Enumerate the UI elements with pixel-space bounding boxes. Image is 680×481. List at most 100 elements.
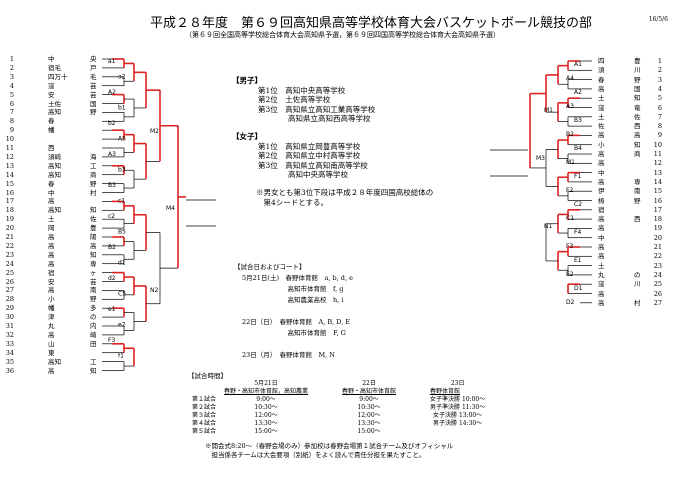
left-seed: 23 bbox=[5, 250, 14, 259]
right-school-name-right: 野 bbox=[634, 196, 641, 205]
right-school-name: 高 bbox=[598, 298, 605, 307]
boys-heading: 【男子】 bbox=[232, 76, 262, 85]
page-title: 平成２８年度 第６９回高知県高等学校体育大会バスケットボール競技の部 bbox=[150, 16, 593, 31]
left-school-name: 土佐 bbox=[48, 99, 61, 108]
left-seed: 26 bbox=[5, 277, 14, 286]
left-school-name: 津 bbox=[48, 313, 55, 322]
right-school-name: 高 bbox=[598, 252, 605, 261]
times-col-2: 22日 bbox=[362, 380, 376, 387]
left-school-name: 幡 bbox=[48, 126, 55, 135]
left-seed: 17 bbox=[5, 197, 14, 206]
right-seed: 7 bbox=[657, 112, 662, 121]
schedule-line: 5月21日(土) 春野体育館 a, b, d, e bbox=[242, 274, 353, 282]
left-seed: 9 bbox=[9, 126, 14, 135]
right-school-name-right: の bbox=[634, 270, 641, 279]
boys-place-3: 第3位 高知県立高知工業高等学校 bbox=[258, 104, 376, 114]
left-seed: 27 bbox=[5, 286, 14, 295]
right-seed: 18 bbox=[653, 215, 662, 224]
left-game-label: d1 bbox=[118, 260, 126, 267]
left-school-name-right: 陽 bbox=[90, 233, 97, 241]
left-school-name: 高 bbox=[48, 286, 55, 295]
right-seed: 14 bbox=[653, 177, 662, 186]
right-game-label: F2 bbox=[566, 187, 573, 194]
right-school-name: 四 bbox=[598, 57, 605, 65]
left-game-label: A2 bbox=[108, 89, 116, 96]
left-school-name: 安 bbox=[48, 90, 55, 99]
schedule-line: 22日（日） 春野体育館 A, B, D, E bbox=[242, 318, 351, 326]
right-school-name: 窪 bbox=[598, 280, 605, 289]
right-school-name: 高 bbox=[598, 84, 605, 93]
semifinal-label-right: M1 bbox=[544, 107, 553, 114]
page-subtitle: （第６９回全国高等学校総合体育大会高知県予選，第６９回四国高等学校総合体育大会高… bbox=[185, 31, 500, 39]
girls-place-1: 第1位 高知県立岡豊高等学校 bbox=[258, 141, 361, 151]
left-school-name: 四万十 bbox=[48, 72, 68, 81]
left-school-name-right: 商 bbox=[90, 170, 97, 179]
left-game-label: a2 bbox=[118, 74, 126, 81]
left-school-name: 春 bbox=[48, 179, 55, 188]
left-seed: 29 bbox=[5, 304, 14, 313]
left-seed: 21 bbox=[5, 233, 14, 241]
left-school-name: 土 bbox=[48, 215, 55, 224]
left-school-name-right: 海 bbox=[90, 152, 97, 161]
left-school-name: 宿 bbox=[48, 268, 55, 277]
right-seed: 11 bbox=[653, 150, 662, 158]
right-school-name: 春 bbox=[598, 75, 605, 84]
left-seed: 13 bbox=[5, 161, 14, 170]
right-school-name: 高 bbox=[598, 224, 605, 233]
girls-place-3b: 高知中央高等学校 bbox=[288, 170, 348, 180]
times-venue-3: 春野体育館 bbox=[430, 388, 461, 395]
right-seed: 9 bbox=[657, 131, 662, 140]
right-school-name: 中 bbox=[598, 233, 605, 242]
left-school-name-right: 南 bbox=[90, 286, 97, 295]
right-game-label: M1 bbox=[566, 159, 575, 166]
right-school-name-right: 南 bbox=[634, 187, 641, 196]
right-game-label: F3 bbox=[566, 243, 573, 250]
left-seed: 31 bbox=[5, 322, 14, 330]
left-game-label: F3 bbox=[108, 337, 115, 344]
left-seed: 25 bbox=[5, 268, 14, 277]
left-game-label: e2 bbox=[118, 322, 126, 329]
right-school-name: 高 bbox=[598, 177, 605, 186]
left-seed: 8 bbox=[9, 117, 14, 126]
left-game-label: B5 bbox=[118, 229, 126, 236]
left-seed: 32 bbox=[5, 330, 14, 339]
left-school-name-right: 野 bbox=[90, 295, 97, 304]
times-table: 5月21日 22日 23日 春野・高知市体育館，高知農業 春野・高知市体育館 春… bbox=[188, 380, 489, 436]
left-game-label: c2 bbox=[108, 213, 115, 220]
left-seed: 5 bbox=[9, 90, 14, 99]
right-school-name: 高 bbox=[598, 289, 605, 298]
left-seed: 22 bbox=[5, 241, 14, 250]
times-venue-2: 春野・高知市体育館 bbox=[342, 388, 397, 395]
footer-line-2: 担当係各チームは大会要項（別紙）をよく読んで責任分担を果たすこと。 bbox=[205, 451, 426, 459]
left-seed: 20 bbox=[5, 224, 14, 233]
right-school-name: 丸 bbox=[598, 270, 605, 279]
left-seed: 16 bbox=[5, 188, 14, 197]
right-game-label: D1 bbox=[574, 285, 583, 292]
right-school-name: 土 bbox=[598, 112, 605, 121]
right-seed: 20 bbox=[653, 233, 662, 242]
right-school-name: 高 bbox=[598, 159, 605, 168]
right-seed: 22 bbox=[653, 252, 662, 261]
left-game-label: b2 bbox=[108, 120, 116, 127]
left-game-label: A5 bbox=[118, 136, 126, 143]
left-school-name-right: 芸 bbox=[90, 81, 97, 90]
left-seed: 7 bbox=[9, 108, 14, 117]
right-school-name: 梼 bbox=[598, 196, 605, 205]
left-seed: 14 bbox=[5, 170, 14, 179]
left-seed: 18 bbox=[5, 206, 14, 215]
right-game-label: A3 bbox=[566, 103, 574, 110]
right-game-label: E2 bbox=[566, 271, 574, 278]
right-school-name-right: 川 bbox=[634, 280, 641, 289]
left-school-name: 幡 bbox=[48, 304, 55, 313]
left-seed: 15 bbox=[5, 179, 14, 188]
right-seed: 27 bbox=[653, 298, 662, 307]
right-seed: 8 bbox=[657, 122, 662, 131]
boys-place-3b: 高知県立高知西高等学校 bbox=[288, 114, 371, 124]
right-game-label: B3 bbox=[574, 117, 582, 124]
right-school-name: 須 bbox=[598, 66, 605, 75]
left-school-name: 高知 bbox=[48, 206, 61, 215]
left-school-name-right: 崎 bbox=[90, 330, 97, 339]
left-school-name-right: 高 bbox=[90, 241, 97, 250]
